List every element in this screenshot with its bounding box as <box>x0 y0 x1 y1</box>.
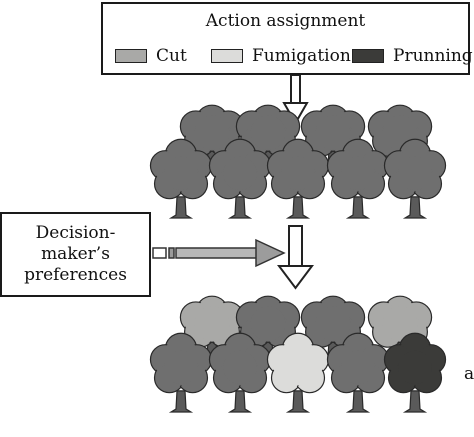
fumigation-swatch <box>211 49 243 63</box>
top-tree-front-5 <box>383 138 447 219</box>
legend-item-fumigation: Fumigation <box>211 46 351 66</box>
top-tree-front-3 <box>266 138 330 219</box>
top-tree-front-1 <box>149 138 213 219</box>
top-tree-back-1 <box>179 104 245 169</box>
bottom-tree-front-2 <box>208 332 272 413</box>
forest-after <box>149 295 447 413</box>
cut-swatch <box>115 49 147 63</box>
prunning-swatch <box>352 49 384 63</box>
dm-line-1: Decision- <box>35 223 116 243</box>
bottom-tree-front-4 <box>326 332 390 413</box>
panel-letter: a <box>464 364 474 384</box>
dm-line-2: maker’s <box>41 244 110 264</box>
bottom-tree-back-3 <box>300 295 366 360</box>
decision-maker-preferences-box: Decision- maker’s preferences <box>0 212 151 297</box>
action-assignment-legend: Action assignment Cut Fumigation Prunnin… <box>101 2 474 75</box>
legend-label-fumigation: Fumigation <box>252 46 351 66</box>
preferences-arrow <box>152 238 286 268</box>
legend-items: Cut Fumigation Prunning. <box>103 46 474 68</box>
top-tree-back-2 <box>235 104 301 169</box>
forest-before <box>149 104 447 219</box>
legend-item-cut: Cut <box>115 46 187 66</box>
bottom-tree-front-1 <box>149 332 213 413</box>
dm-line-3: preferences <box>24 265 127 285</box>
down-arrow <box>277 225 314 290</box>
top-tree-front-4 <box>326 138 390 219</box>
legend-title: Action assignment <box>205 11 366 31</box>
legend-label-prunning: Prunning. <box>393 46 474 66</box>
top-tree-front-2 <box>208 138 272 219</box>
bottom-tree-front-3 <box>266 332 330 413</box>
legend-label-cut: Cut <box>156 46 187 66</box>
bottom-tree-back-1 <box>179 295 245 360</box>
bottom-tree-front-5 <box>383 332 447 413</box>
legend-item-prunning: Prunning. <box>352 46 474 66</box>
